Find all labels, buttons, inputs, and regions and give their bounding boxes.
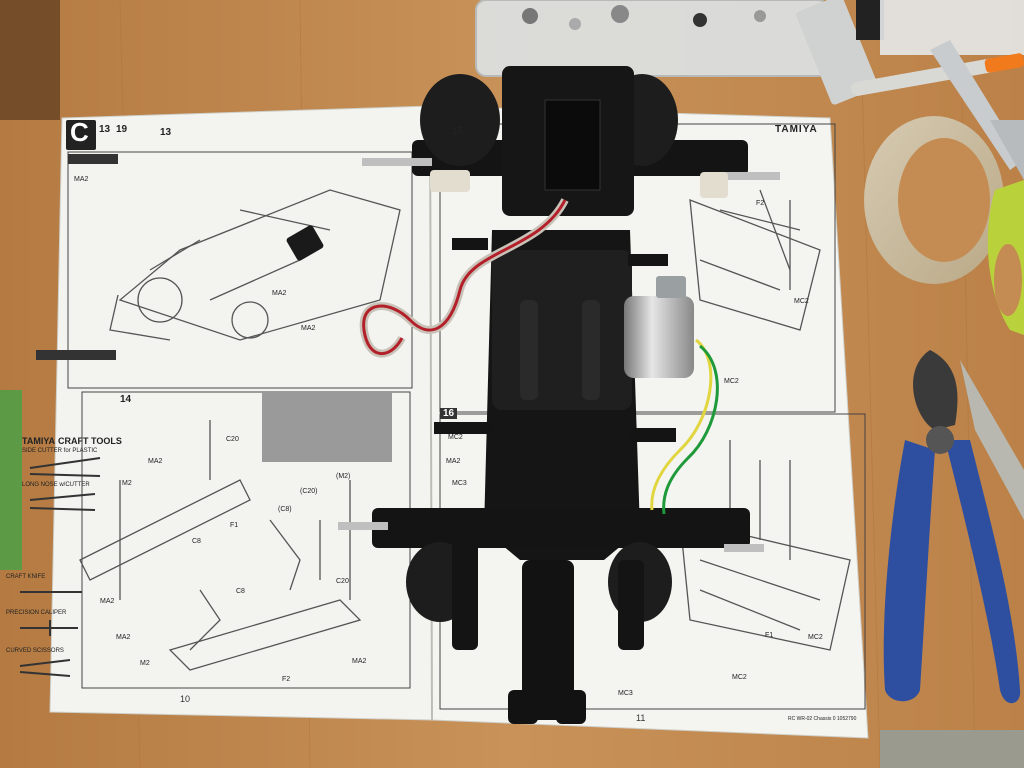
- motor-connector: [656, 276, 686, 298]
- side-cutter-pliers: [883, 350, 1024, 704]
- tools-title: CRAFT TOOLS: [58, 436, 122, 446]
- chassis-tab: [452, 238, 488, 250]
- line-drawing-13: [109, 189, 401, 341]
- green-object: [0, 390, 22, 570]
- caution-box: [262, 392, 392, 462]
- line-drawing-15: [689, 189, 821, 331]
- rear-right-axle: [724, 544, 764, 552]
- label-mc2-d: MC2: [808, 634, 823, 641]
- label-f2-b: F2: [756, 200, 765, 207]
- front-right-axle: [720, 172, 780, 180]
- motor-wire-green: [662, 344, 719, 515]
- brand-logo: TAMIYA: [775, 124, 818, 135]
- label-mc3-b: MC3: [618, 690, 633, 697]
- electric-motor: [624, 296, 694, 378]
- tool-caliper: PRECISION CALIPER: [6, 610, 67, 616]
- label-f1-a: F1: [230, 522, 239, 529]
- label-m2-a: M2: [122, 480, 132, 487]
- label-mc3-a: MC3: [452, 480, 467, 487]
- step-number-16: 16: [440, 408, 458, 419]
- tool-craft-knife: CRAFT KNIFE: [6, 574, 46, 580]
- front-left-shock: [420, 74, 500, 166]
- tool-scissors: CURVED SCISSORS: [6, 648, 64, 654]
- section-letter: C: [70, 117, 89, 147]
- dark-corner: [0, 0, 60, 120]
- label-c20-b: C20: [336, 578, 349, 585]
- step-number-15: 15: [452, 126, 464, 137]
- tools-brand: TAMIYA: [22, 436, 56, 446]
- label-mc2-a: MC2: [794, 298, 809, 305]
- label-m2-paren: (M2): [336, 473, 351, 480]
- label-ma2-g: MA2: [352, 658, 367, 665]
- page-number-right: 11: [636, 713, 646, 723]
- parts-box: [475, 0, 829, 77]
- label-ma2-f: MA2: [116, 634, 131, 641]
- battery-tube: [492, 250, 632, 410]
- front-left-axle: [362, 158, 432, 166]
- label-mc2-b: MC2: [724, 378, 739, 385]
- tape-roll: [864, 116, 1004, 284]
- label-c20-a: C20: [226, 436, 239, 443]
- tool-long-nose: LONG NOSE w/CUTTER: [22, 482, 90, 488]
- front-left-hub: [430, 170, 470, 192]
- front-right-hub: [700, 172, 728, 198]
- label-c8-paren: (C8): [278, 506, 292, 513]
- label-f2-a: F2: [282, 676, 291, 683]
- label-ma2-b: MA2: [272, 290, 287, 297]
- section-badge: [66, 120, 96, 150]
- label-ma2-e: MA2: [100, 598, 115, 605]
- rear-suspension-arm: [372, 508, 750, 548]
- label-mc2-c: MC2: [732, 674, 747, 681]
- label-m2-b: M2: [140, 660, 150, 667]
- line-drawing-14: [79, 420, 362, 671]
- label-ma2-h: MA2: [446, 458, 461, 465]
- label-f1-b: F1: [765, 632, 774, 639]
- step-14-small-bar: [36, 350, 116, 360]
- page-number-left: 10: [180, 694, 191, 704]
- motor-wire-yellow: [650, 338, 713, 511]
- label-ma2-c: MA2: [301, 325, 316, 332]
- label-c20-paren: (C20): [300, 488, 318, 495]
- step-range-start: 13: [99, 124, 111, 135]
- label-ma2-d: MA2: [148, 458, 163, 465]
- step-number-13: 13: [160, 127, 172, 138]
- rear-bumper: [522, 560, 574, 720]
- label-ma2-a: MA2: [74, 176, 89, 183]
- label-c8-a: C8: [192, 538, 201, 545]
- label-mc2-e: MC2: [448, 434, 463, 441]
- step-13-frame: [67, 151, 413, 389]
- brush: [856, 0, 884, 40]
- rc-chassis: [338, 66, 780, 724]
- step-range-end: 19: [116, 124, 128, 135]
- scissors: [930, 40, 1024, 335]
- label-c8-b: C8: [236, 588, 245, 595]
- parts-tray-lid: [796, 0, 878, 105]
- floor-carpet: [880, 730, 1024, 768]
- line-drawing-16: [679, 440, 851, 651]
- servo-plug: [286, 225, 324, 261]
- tool-side-cutter: SIDE CUTTER for PLASTIC: [22, 448, 98, 454]
- step-number-14: 14: [120, 394, 132, 405]
- tool-drawings: [19, 457, 101, 677]
- step-13-header-bar: [68, 154, 118, 164]
- rear-left-axle: [338, 522, 388, 530]
- manual-footer-code: RC WR-02 Chassis 0 1052790: [788, 716, 857, 722]
